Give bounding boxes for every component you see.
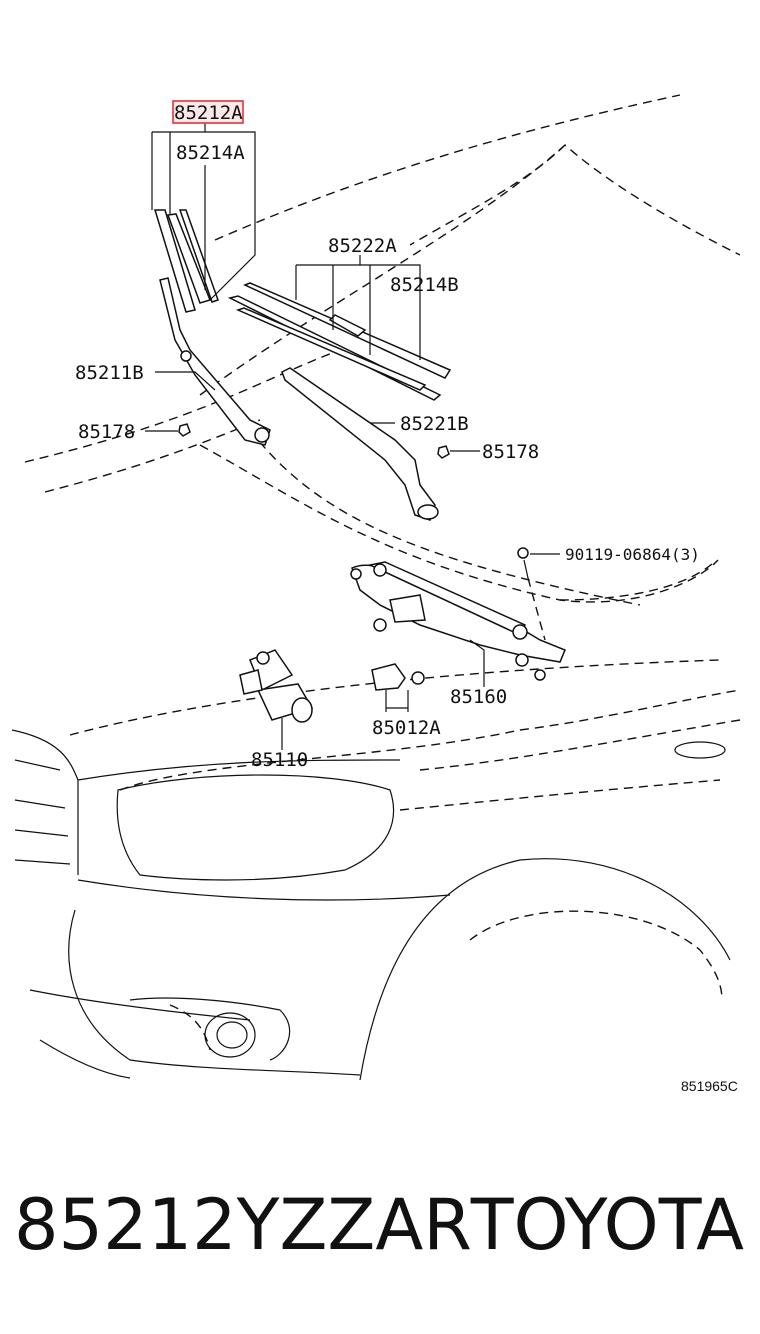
label-85110[interactable]: 85110	[251, 749, 308, 771]
wiper-blade-passenger	[227, 282, 452, 401]
label-85178-left[interactable]: 85178	[78, 421, 135, 443]
bolt-90119	[517, 547, 529, 579]
label-85178-right[interactable]: 85178	[482, 441, 539, 463]
label-85160[interactable]: 85160	[450, 686, 507, 708]
highlight-box	[172, 100, 244, 124]
footer: 85212YZZAR TOYOTA	[0, 1180, 760, 1290]
label-85221B[interactable]: 85221B	[400, 413, 469, 435]
diagram-code: 851965C	[681, 1078, 738, 1094]
wiper-blade-driver	[153, 209, 219, 313]
brand-text: TOYOTA	[470, 1184, 744, 1266]
wiper-arm-driver	[159, 277, 271, 446]
leader-lines	[145, 123, 713, 750]
nut-85178-left	[178, 423, 191, 437]
windshield-outline	[24, 94, 741, 606]
label-85212A[interactable]: 85212A	[174, 102, 243, 124]
wiper-arm-passenger	[281, 367, 439, 521]
parts-diagram: 85212A 85214A 85222A 85214B 85211B 85178…	[11, 94, 741, 1094]
label-85214B[interactable]: 85214B	[390, 274, 459, 296]
label-85211B[interactable]: 85211B	[75, 362, 144, 384]
part-number-text: 85212YZZAR	[14, 1184, 472, 1266]
label-85222A[interactable]: 85222A	[328, 235, 397, 257]
bracket-85012A	[371, 663, 425, 691]
wiper-linkage-85160	[350, 561, 566, 681]
vehicle-body-outline	[11, 659, 741, 1081]
nut-85178-right	[437, 445, 450, 459]
wiper-motor-85110	[239, 649, 314, 723]
label-90119[interactable]: 90119-06864(3)	[565, 545, 700, 564]
label-85214A[interactable]: 85214A	[176, 142, 245, 164]
label-85012A[interactable]: 85012A	[372, 717, 441, 739]
